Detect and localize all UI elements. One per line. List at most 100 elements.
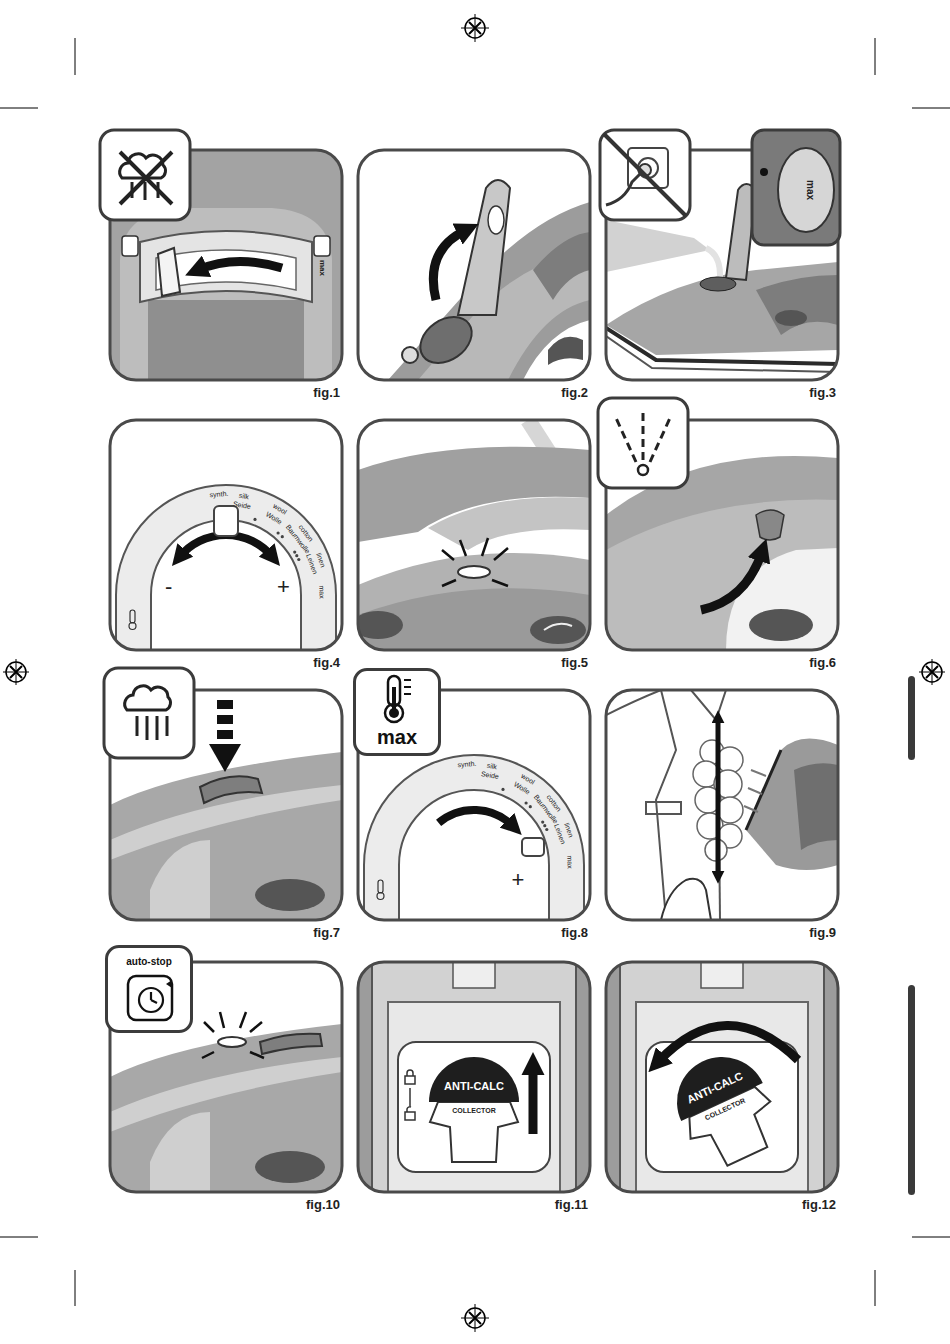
figure-panel: fig.5 [358, 420, 590, 650]
side-tab-part [908, 985, 915, 1195]
fig10-art-part-part [110, 1024, 342, 1192]
crop-marks-part [0, 38, 950, 1306]
fig2-art-part-part [358, 150, 590, 380]
fig9-art-part-part-part [606, 690, 661, 715]
unplugged-icon-part [604, 134, 686, 216]
crop-marks-part-part [926, 666, 938, 678]
fig5-art-part-part [442, 538, 508, 586]
unplugged-icon-part [600, 130, 690, 220]
fig1-art-part-part [198, 261, 282, 270]
figure-panel: fig.7 [110, 690, 342, 920]
icon-part [151, 992, 157, 1003]
icon-box: max [353, 668, 441, 756]
fig4-art-part-part-part [277, 531, 280, 534]
icon-part [389, 708, 399, 718]
fig7-art-part-part [217, 730, 233, 739]
fig9-art-part-part [716, 718, 721, 876]
fig6-art-part-part [606, 500, 838, 650]
fig11-art-part-part [529, 1066, 538, 1134]
figure-caption: fig.3 [809, 386, 836, 400]
fig8-art-part-part [522, 838, 544, 856]
tank-inset [752, 130, 840, 245]
crop-marks-part-part [469, 22, 481, 34]
fig11-art-part-part-part [407, 1107, 411, 1112]
crop-marks-part-part [461, 14, 489, 42]
figure-panel: fig.11 [358, 962, 590, 1192]
fig9-art [606, 690, 838, 920]
tank-inset-part [752, 130, 840, 245]
fig12-art-part-part [620, 962, 824, 1192]
unplugged-icon-part [638, 158, 658, 178]
fig9-art-part-part-part [646, 802, 681, 814]
crop-marks-part-part [461, 1304, 489, 1332]
figure-caption: fig.4 [313, 656, 340, 670]
fig11-art-part-part [430, 1102, 518, 1162]
fig12-art-part-part [636, 1002, 808, 1192]
shot-icon-part [638, 465, 648, 475]
dial-sign: + [512, 869, 525, 891]
fig2-art-part-part [458, 180, 510, 315]
icon-part [392, 687, 396, 711]
icon-caption: auto-stop [108, 956, 190, 967]
fig11-art-part-part-part [409, 1088, 411, 1106]
fig11-art-part-part [453, 962, 495, 988]
fig4-art-part-part [129, 623, 136, 630]
figure-panel: fig.3 [606, 150, 838, 380]
fig2-art-part-part [533, 232, 590, 300]
fabric-setting: silk [486, 761, 497, 770]
crop-marks-part [461, 14, 489, 42]
figure-panel: fig.9 [606, 690, 838, 920]
figure-panel: fig.12 [606, 962, 838, 1192]
fig10-art-part-part [110, 1057, 342, 1132]
figure-caption: fig.8 [561, 926, 588, 940]
fig2-art-part-part [548, 337, 583, 365]
fig3-art-part-part [606, 336, 838, 372]
steam-icon [104, 668, 194, 758]
fig4-art [110, 420, 342, 650]
fig11-art-part-part [358, 962, 590, 1192]
fig10-art-part-part [218, 1037, 246, 1047]
fig12-art-part-part [701, 962, 743, 988]
crop-marks-part [919, 659, 945, 685]
crop-marks-part-part [10, 666, 22, 678]
fig3-art-part-part [775, 310, 807, 326]
fabric-setting: max [318, 585, 325, 598]
fig9-art-part-part [606, 690, 838, 920]
fig3-art-part-part [700, 277, 736, 291]
fig7-art-part-part [200, 776, 262, 803]
figure-caption: fig.7 [313, 926, 340, 940]
fig7-art-part-part [217, 715, 233, 724]
fig10-art-part-part [202, 1012, 264, 1058]
fig6-art-part-part [756, 510, 784, 540]
fig1-art-part-part [158, 248, 180, 296]
fig8-art-part-part-part [543, 824, 546, 827]
fig5-art-part-part [428, 497, 590, 550]
fig4-art-part-part [130, 610, 135, 623]
figure-caption: fig.5 [561, 656, 588, 670]
icon-box: auto-stop [105, 945, 193, 1033]
part-label: COLLECTOR [452, 1107, 495, 1114]
fig2-art-part-part [433, 230, 466, 300]
fig1-art-part [110, 150, 342, 380]
fig12-art-part-part [662, 1042, 788, 1175]
icon-part [139, 988, 163, 1012]
fig5-art-part [358, 420, 590, 650]
fig2-art-part-part [402, 347, 418, 363]
dial-sign: - [165, 576, 172, 598]
fig9-art-part [606, 690, 838, 920]
fig11-art-part-part-part [405, 1076, 415, 1084]
level-mark: max [805, 180, 815, 200]
fabric-setting: silk [238, 491, 249, 500]
fig9-art-part-part [794, 763, 838, 850]
fig5-art-part [358, 420, 590, 650]
fig11-art-part-part [398, 1042, 550, 1172]
fig2-art [358, 150, 590, 380]
fig3-art-part-part [706, 248, 720, 278]
fig2-art-part [358, 150, 590, 380]
fig3-art-part-part [606, 220, 710, 272]
fig12-art-part-part [606, 962, 838, 1192]
figure-caption: fig.2 [561, 386, 588, 400]
fig8-art-part-part [439, 810, 513, 826]
